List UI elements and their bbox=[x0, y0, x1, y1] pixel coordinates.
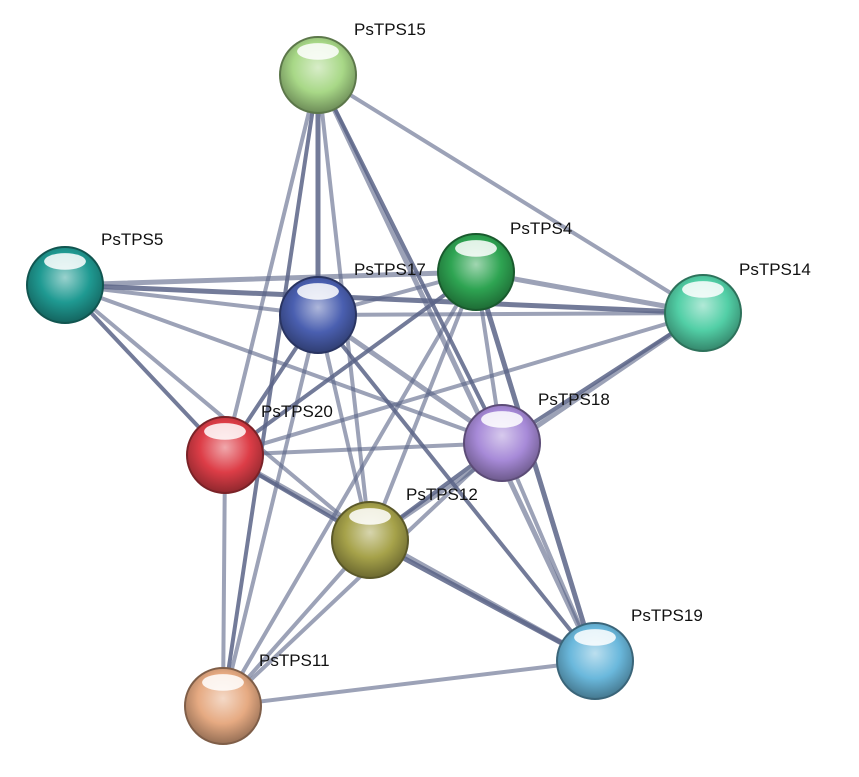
node-highlight bbox=[204, 423, 246, 440]
node-label-pstps12: PsTPS12 bbox=[406, 485, 478, 504]
node-sphere bbox=[184, 667, 262, 745]
edge-pstps15-pstps20 bbox=[223, 73, 320, 457]
node-pstps15[interactable] bbox=[279, 36, 357, 114]
node-label-pstps17: PsTPS17 bbox=[354, 260, 426, 279]
node-sphere bbox=[26, 246, 104, 324]
edge-pstps5-pstps12 bbox=[63, 283, 372, 542]
node-highlight bbox=[297, 283, 339, 300]
edge-pstps20-pstps18 bbox=[223, 441, 504, 457]
node-label-pstps14: PsTPS14 bbox=[739, 260, 811, 279]
node-pstps17[interactable] bbox=[279, 276, 357, 354]
node-sphere bbox=[331, 501, 409, 579]
edge-pstps4-pstps20 bbox=[223, 270, 478, 457]
node-label-pstps5: PsTPS5 bbox=[101, 230, 163, 249]
node-label-pstps20: PsTPS20 bbox=[261, 402, 333, 421]
edge-pstps15-pstps19 bbox=[315, 72, 598, 664]
edge-pstps19-pstps11 bbox=[221, 659, 597, 708]
node-highlight bbox=[682, 281, 724, 298]
edge-pstps5-pstps17 bbox=[63, 283, 320, 317]
edge-pstps17-pstps14 bbox=[316, 311, 705, 317]
node-label-pstps11: PsTPS11 bbox=[259, 651, 330, 670]
node-layer bbox=[26, 36, 742, 745]
node-pstps4[interactable] bbox=[437, 233, 515, 311]
node-highlight bbox=[44, 253, 86, 270]
node-highlight bbox=[202, 674, 244, 691]
node-highlight bbox=[574, 629, 616, 646]
edge-pstps18-pstps19 bbox=[500, 441, 597, 663]
node-pstps20[interactable] bbox=[186, 416, 264, 494]
node-sphere bbox=[279, 36, 357, 114]
node-highlight bbox=[481, 411, 523, 428]
edge-pstps12-pstps19 bbox=[367, 537, 598, 664]
node-pstps19[interactable] bbox=[556, 622, 634, 700]
node-label-pstps15: PsTPS15 bbox=[354, 20, 426, 39]
edge-pstps4-pstps11 bbox=[221, 270, 478, 708]
node-highlight bbox=[297, 43, 339, 60]
edge-pstps4-pstps19 bbox=[473, 269, 598, 664]
edge-pstps5-pstps4 bbox=[62, 269, 479, 288]
node-pstps18[interactable] bbox=[463, 404, 541, 482]
node-sphere bbox=[186, 416, 264, 494]
node-pstps12[interactable] bbox=[331, 501, 409, 579]
node-pstps14[interactable] bbox=[664, 274, 742, 352]
node-sphere bbox=[556, 622, 634, 700]
node-pstps5[interactable] bbox=[26, 246, 104, 324]
edge-pstps14-pstps20 bbox=[223, 311, 705, 457]
edge-pstps15-pstps11 bbox=[221, 73, 320, 708]
node-sphere bbox=[463, 404, 541, 482]
node-sphere bbox=[279, 276, 357, 354]
edge-pstps15-pstps14 bbox=[316, 73, 705, 315]
node-label-pstps4: PsTPS4 bbox=[510, 219, 572, 238]
node-highlight bbox=[349, 508, 391, 525]
node-sphere bbox=[664, 274, 742, 352]
edge-pstps17-pstps11 bbox=[221, 313, 320, 708]
node-label-pstps19: PsTPS19 bbox=[631, 606, 703, 625]
edge-pstps20-pstps11 bbox=[221, 453, 227, 708]
edge-pstps4-pstps12 bbox=[368, 270, 478, 542]
node-sphere bbox=[437, 233, 515, 311]
node-label-pstps18: PsTPS18 bbox=[538, 390, 610, 409]
node-pstps11[interactable] bbox=[184, 667, 262, 745]
node-highlight bbox=[455, 240, 497, 257]
